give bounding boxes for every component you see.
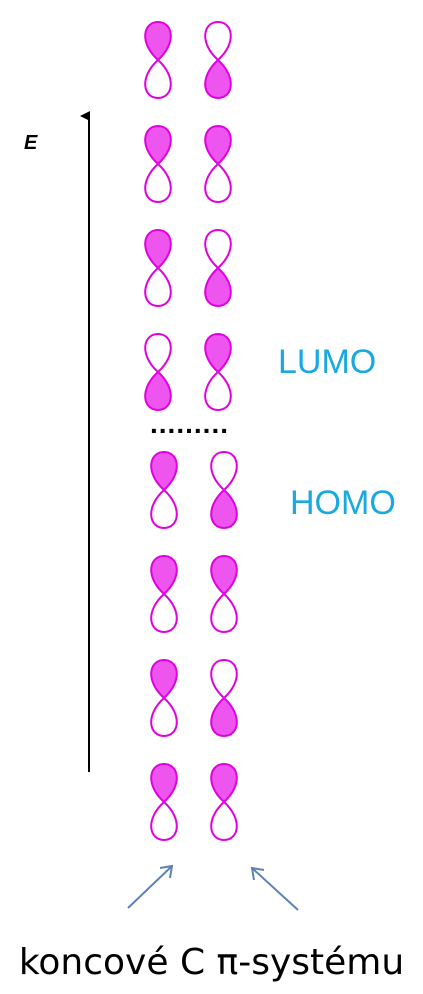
- lumo-label: LUMO: [278, 343, 377, 381]
- orbital-level-8-right-bottom-lobe-shaded: [204, 58, 232, 100]
- orbital-level-1-right-top-lobe-shaded: [210, 762, 238, 804]
- orbital-level-4-right: [210, 450, 238, 530]
- orbital-level-1-left-top-lobe-shaded: [150, 762, 178, 804]
- orbital-level-1-right-bottom-lobe-open: [210, 800, 238, 842]
- homo-label: HOMO: [290, 484, 396, 522]
- orbital-level-7-left: [144, 124, 172, 204]
- orbital-level-2-right: [210, 658, 238, 738]
- orbital-level-6-right-bottom-lobe-shaded: [204, 266, 232, 308]
- orbital-level-6-left-bottom-lobe-open: [144, 266, 172, 308]
- orbital-level-3-right: [210, 554, 238, 634]
- orbital-level-2-right-bottom-lobe-shaded: [210, 696, 238, 738]
- orbital-level-3-left-bottom-lobe-open: [150, 592, 178, 634]
- orbital-level-2-left-bottom-lobe-open: [150, 696, 178, 738]
- orbital-level-3-left-top-lobe-shaded: [150, 554, 178, 596]
- caption: koncové C π-systému: [18, 942, 405, 983]
- pointer-arrow-right: [251, 867, 299, 911]
- orbital-level-6-right-top-lobe-open: [204, 228, 232, 270]
- orbital-column: [144, 20, 238, 842]
- orbital-level-6-right: [204, 228, 232, 308]
- orbital-level-7-left-bottom-lobe-open: [144, 162, 172, 204]
- orbital-level-7-left-top-lobe-shaded: [144, 124, 172, 166]
- orbital-level-1-left: [150, 762, 178, 842]
- pointer-arrow-left: [127, 865, 173, 909]
- orbital-level-5-right-top-lobe-shaded: [204, 332, 232, 374]
- homo-lumo-gap-dots: .........: [150, 408, 230, 439]
- orbital-level-2-left: [150, 658, 178, 738]
- orbital-level-4-right-top-lobe-open: [210, 450, 238, 492]
- orbital-level-7-right-bottom-lobe-open: [204, 162, 232, 204]
- orbital-level-6-left-top-lobe-shaded: [144, 228, 172, 270]
- orbital-level-2-right-top-lobe-open: [210, 658, 238, 700]
- orbital-level-5-left-bottom-lobe-shaded: [144, 370, 172, 412]
- energy-axis-label: E: [24, 132, 38, 154]
- orbital-level-4-left-bottom-lobe-open: [150, 488, 178, 530]
- orbital-level-8-left-top-lobe-shaded: [144, 20, 172, 62]
- pointer-arrow-right-head: [250, 866, 265, 881]
- orbital-level-3-right-bottom-lobe-open: [210, 592, 238, 634]
- orbital-level-5-left: [144, 332, 172, 412]
- pointer-arrows: [127, 864, 299, 911]
- orbital-level-1-left-bottom-lobe-open: [150, 800, 178, 842]
- pointer-arrow-left-head: [159, 864, 174, 879]
- orbital-level-4-right-bottom-lobe-shaded: [210, 488, 238, 530]
- orbital-level-5-left-top-lobe-open: [144, 332, 172, 374]
- orbital-level-3-right-top-lobe-shaded: [210, 554, 238, 596]
- orbital-level-5-right: [204, 332, 232, 412]
- orbital-level-3-left: [150, 554, 178, 634]
- orbital-level-8-right-top-lobe-open: [204, 20, 232, 62]
- orbital-level-4-left: [150, 450, 178, 530]
- orbital-level-2-left-top-lobe-shaded: [150, 658, 178, 700]
- orbital-level-4-left-top-lobe-shaded: [150, 450, 178, 492]
- orbital-level-5-right-bottom-lobe-open: [204, 370, 232, 412]
- orbital-level-8-right: [204, 20, 232, 100]
- orbital-level-6-left: [144, 228, 172, 308]
- orbital-level-8-left-bottom-lobe-open: [144, 58, 172, 100]
- orbital-level-7-right: [204, 124, 232, 204]
- orbital-level-8-left: [144, 20, 172, 100]
- orbital-level-1-right: [210, 762, 238, 842]
- orbital-level-7-right-top-lobe-shaded: [204, 124, 232, 166]
